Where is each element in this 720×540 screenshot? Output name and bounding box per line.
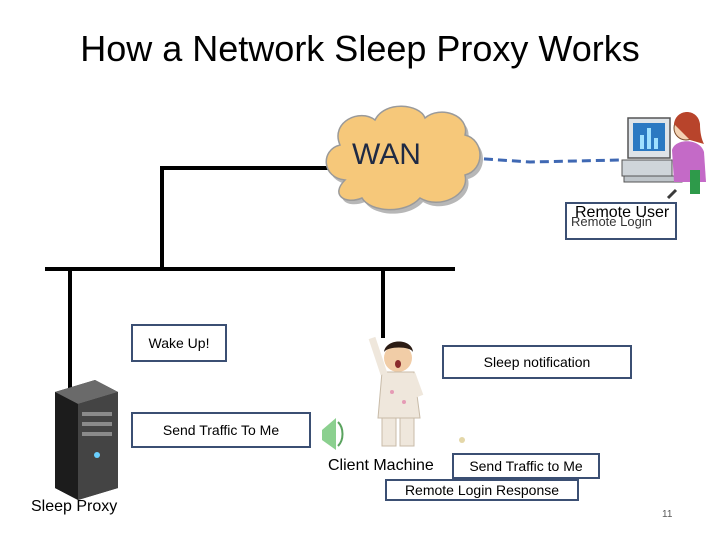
send-traffic-to-me-client-label: Send Traffic to Me xyxy=(469,458,583,474)
wan-label: WAN xyxy=(352,138,421,171)
remote-login-response-box: Remote Login Response xyxy=(385,479,579,501)
cloud-icon xyxy=(325,105,483,214)
remote-login-overlap-text: Remote Login xyxy=(571,214,652,229)
remote-dashed-link xyxy=(469,156,621,164)
sleep-proxy-label: Sleep Proxy xyxy=(31,498,118,515)
send-traffic-to-me-box: Send Traffic To Me xyxy=(131,412,311,448)
remote-login-response-label: Remote Login Response xyxy=(404,482,560,498)
client-machine-label: Client Machine xyxy=(328,457,434,474)
sleep-notification-box: Sleep notification xyxy=(442,345,632,379)
slide-title: How a Network Sleep Proxy Works xyxy=(80,28,640,69)
wake-up-label: Wake Up! xyxy=(148,335,210,351)
slide-number: 11 xyxy=(662,509,673,520)
speaker-icon xyxy=(322,418,344,450)
remote-user-label: Remote User xyxy=(575,204,670,221)
wan-link-line xyxy=(160,166,336,269)
remote-user-computer-icon xyxy=(621,112,706,200)
server-icon xyxy=(55,380,118,500)
child-sleeping-icon xyxy=(368,336,465,447)
remote-user-label-box: Remote Login Remote User xyxy=(565,202,677,240)
sleep-notification-label: Sleep notification xyxy=(483,354,591,370)
send-traffic-to-me-client-box: Send Traffic to Me xyxy=(452,453,600,479)
wake-up-box: Wake Up! xyxy=(131,324,227,362)
send-traffic-to-me-label: Send Traffic To Me xyxy=(162,422,280,438)
